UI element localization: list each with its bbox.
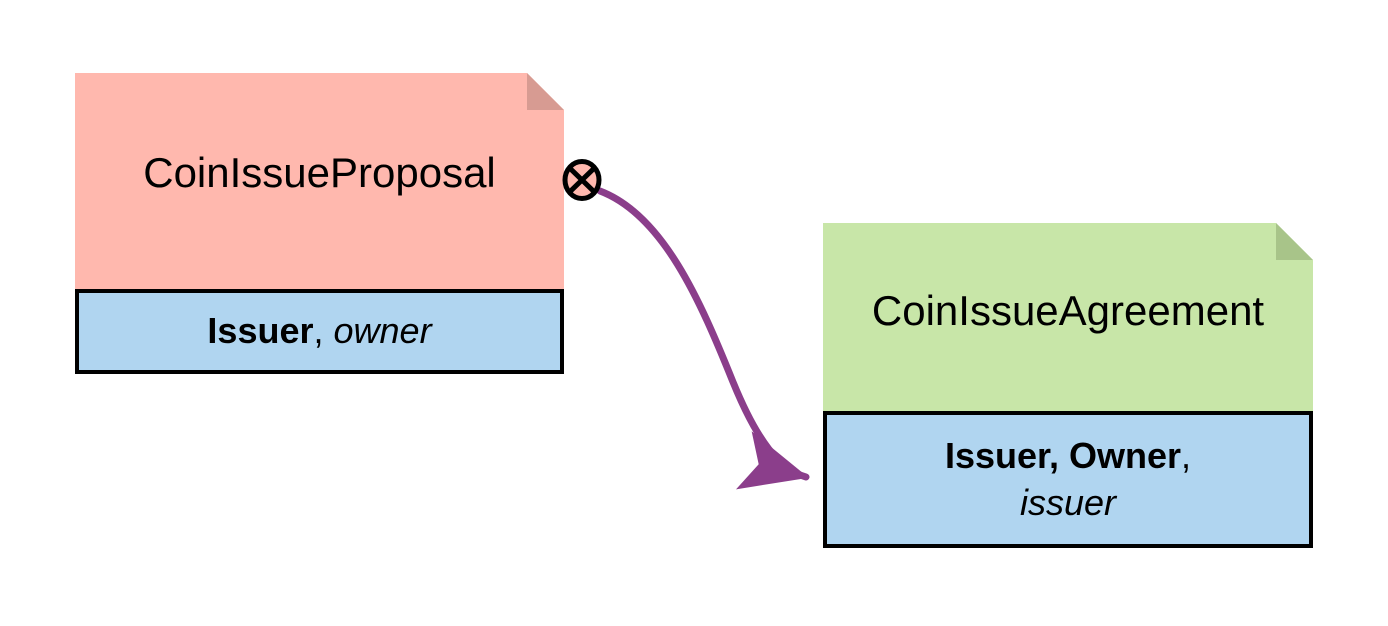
- output-state-title: CoinIssueAgreement: [871, 287, 1265, 334]
- input-state-fill: [75, 73, 564, 289]
- output-state-body: CoinIssueAgreement: [823, 223, 1313, 411]
- node-input-state[interactable]: CoinIssueProposal Issuer, owner: [75, 73, 564, 374]
- output-state-role: issuer: [1019, 481, 1117, 523]
- input-state-separator: ,: [313, 310, 334, 352]
- node-output-state[interactable]: CoinIssueAgreement Issuer, Owner, issuer: [823, 223, 1313, 548]
- input-state-title: CoinIssueProposal: [143, 149, 496, 196]
- input-state-body: CoinIssueProposal: [75, 73, 564, 289]
- consume-icon[interactable]: [561, 159, 603, 201]
- output-state-fill: [823, 223, 1313, 411]
- transition-edge: [596, 187, 810, 490]
- output-state-parties-panel: Issuer, Owner, issuer: [823, 411, 1313, 548]
- output-state-parties: Issuer, Owner: [944, 435, 1182, 477]
- input-state-parties: Issuer: [207, 310, 314, 352]
- output-state-parties-line: Issuer, Owner,: [945, 433, 1191, 479]
- output-state-role-line: issuer: [1020, 480, 1116, 526]
- output-state-separator: ,: [1181, 435, 1192, 477]
- input-state-parties-panel: Issuer, owner: [75, 289, 564, 374]
- input-state-parties-line: Issuer, owner: [207, 308, 431, 354]
- input-state-role: owner: [333, 310, 432, 352]
